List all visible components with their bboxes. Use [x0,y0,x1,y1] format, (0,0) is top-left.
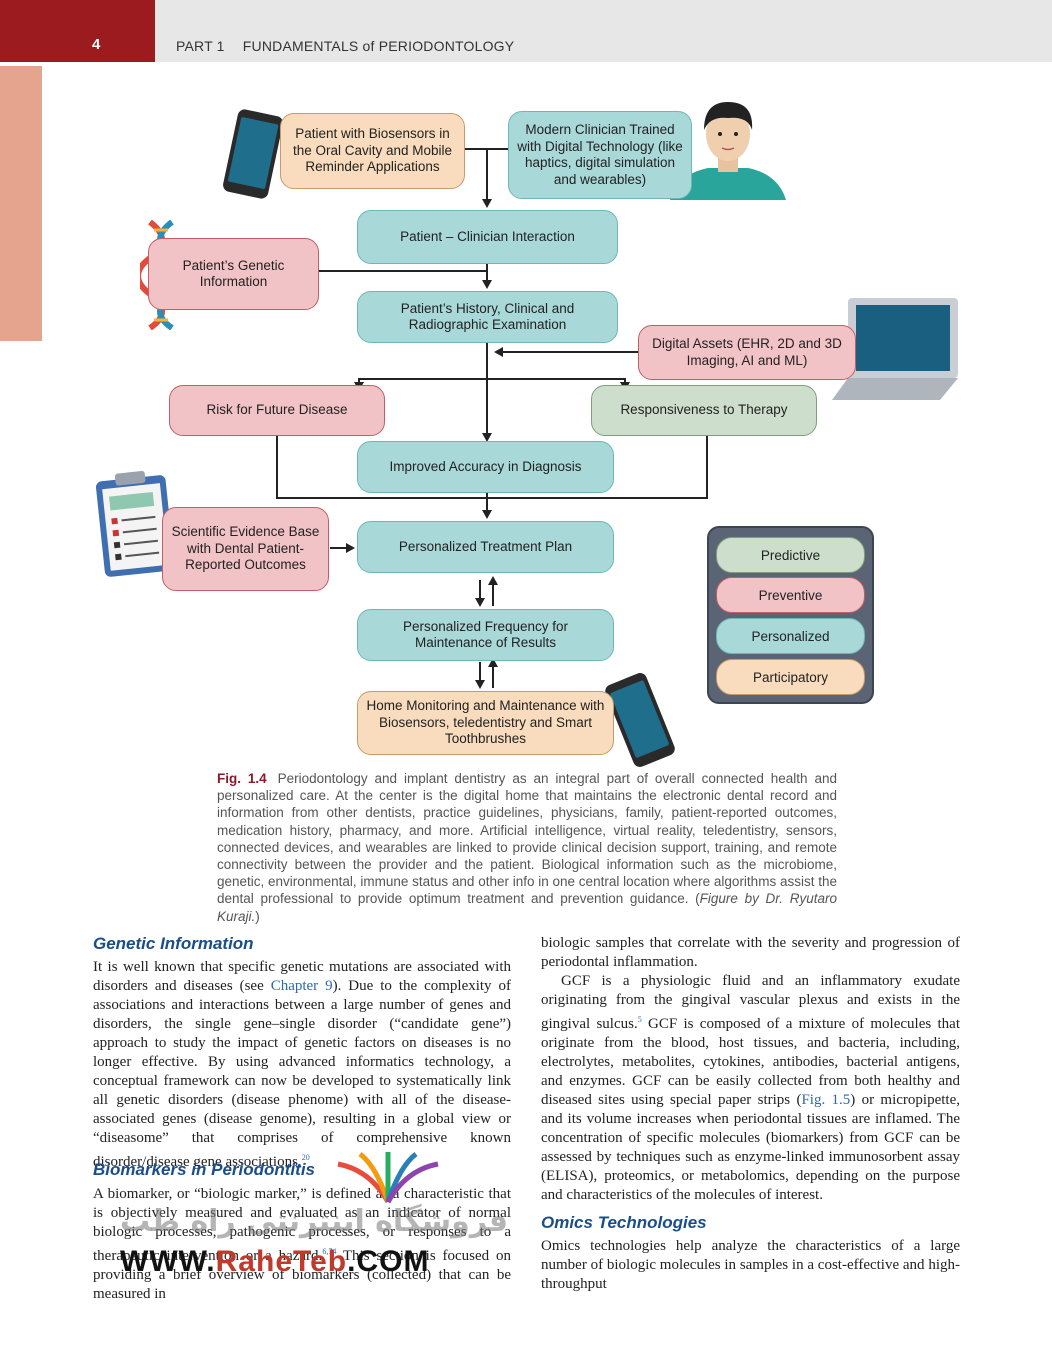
connector [486,343,488,379]
heading-genetic-information: Genetic Information [93,934,254,953]
connector [318,270,486,272]
arrow-down [482,199,492,208]
risk-box: Risk for Future Disease [169,385,385,436]
connector [502,351,638,353]
reference-link[interactable]: 5 [637,1015,642,1024]
connector [492,584,494,606]
laptop-icon [832,298,958,400]
arrow-left [494,347,503,357]
patient-biosensors-box: Patient with Biosensors in the Oral Cavi… [280,113,465,189]
connector [330,547,348,549]
text: This section is focused on providing a b… [93,1248,511,1302]
right-p1: biologic samples that correlate with the… [541,935,960,970]
treatment-plan-box: Personalized Treatment Plan [357,521,614,573]
arrow-down [475,680,485,689]
header-bar [155,0,1052,62]
smartphone-icon [605,673,675,767]
connector [486,378,488,434]
connector [486,148,488,200]
responsiveness-box: Responsiveness to Therapy [591,385,817,436]
text: GCF is a physiologic fluid and an inflam… [541,973,960,1032]
connector [479,580,481,600]
running-header: PART 1 FUNDAMENTALS of PERIODONTOLOGY [176,38,514,54]
arrow-down [482,510,492,519]
left-column-p1: It is well known that specific genetic m… [93,958,511,1172]
smartphone-icon [223,109,283,199]
part-label: PART 1 [176,38,225,54]
preventive-pill: Preventive [716,577,865,613]
connector [492,666,494,688]
text: GCF is composed of a mixture of molecule… [541,1016,960,1108]
figure-label: Fig. 1.4 [217,771,267,786]
heading-biomarkers: Biomarkers in Periodontitis [93,1160,315,1179]
side-tab [0,66,42,341]
connector [624,378,626,383]
right-p3: Omics technologies help analyze the char… [541,1238,960,1292]
digital-assets-box: Digital Assets (EHR, 2D and 3D Imaging, … [638,325,856,380]
figure-caption: Fig. 1.4 Periodontology and implant dent… [217,770,837,925]
page-number: 4 [92,36,101,53]
arrow-up [488,658,498,667]
genetic-info-box: Patient’s Genetic Information [148,238,319,310]
watermark-logo-icon [337,1152,439,1204]
reference-link[interactable]: 6,74 [322,1247,337,1256]
right-column-p3: Omics technologies help analyze the char… [541,1237,960,1294]
watermark-persian: فروشگاه اینترنتی راه طب [120,1204,509,1239]
right-column: biologic samples that correlate with the… [541,934,960,1205]
heading-omics: Omics Technologies [541,1213,707,1232]
connector [479,662,481,682]
chapter-link[interactable]: Chapter 9 [270,978,333,994]
p4-panel: Predictive Preventive Personalized Parti… [707,526,874,704]
predictive-pill: Predictive [716,537,865,573]
caption-close: ) [255,908,260,924]
arrow-right [346,543,355,553]
connector [358,378,360,383]
page-number-block [0,0,155,62]
watermark-url: WWW.RaheTeb.COM [120,1245,429,1279]
text: A biomarker, or “biologic marker,” is de… [93,1186,511,1264]
connector [706,436,708,498]
interaction-box: Patient – Clinician Interaction [357,210,618,264]
connector [486,264,488,280]
caption-text: Periodontology and implant dentistry as … [217,771,837,907]
personalized-pill: Personalized [716,618,865,654]
connector [276,436,278,498]
clinician-avatar-icon [670,102,786,200]
text: ) or micropipette, and its volume increa… [541,1092,960,1203]
arrow-up [488,576,498,585]
participatory-pill: Participatory [716,659,865,695]
connector [486,493,488,511]
watermark-www: WWW. [120,1245,216,1278]
clipboard-icon [95,471,175,577]
accuracy-box: Improved Accuracy in Diagnosis [357,441,614,493]
evidence-box: Scientific Evidence Base with Dental Pat… [162,507,329,591]
figure-link[interactable]: Fig. 1.5 [801,1092,851,1108]
connector [358,378,626,380]
left-column-p2: A biomarker, or “biologic marker,” is de… [93,1185,511,1304]
watermark-brand: RaheTeb [215,1245,348,1278]
text: ). Due to the complexity of associations… [93,978,511,1170]
arrow-down [482,433,492,442]
watermark-com: .COM [347,1245,430,1278]
arrow-down [482,280,492,289]
home-monitoring-box: Home Monitoring and Maintenance with Bio… [357,691,614,755]
arrow-down [475,598,485,607]
modern-clinician-box: Modern Clinician Trained with Digital Te… [508,111,692,199]
book-title: FUNDAMENTALS of PERIODONTOLOGY [242,38,515,54]
frequency-box: Personalized Frequency for Maintenance o… [357,609,614,661]
text: It is well known that specific genetic m… [93,959,511,994]
connector [276,497,708,499]
caption-credit: Figure by Dr. Ryutaro Kuraji. [217,891,837,924]
reference-link[interactable]: 20 [301,1153,310,1162]
history-exam-box: Patient’s History, Clinical and Radiogra… [357,291,618,343]
